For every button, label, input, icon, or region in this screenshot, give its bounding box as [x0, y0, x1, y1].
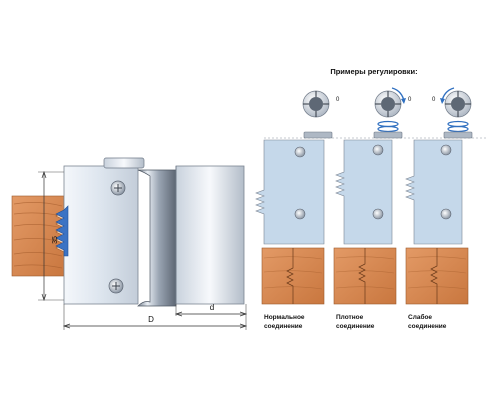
joint-caption-tight-1: Плотное [336, 314, 364, 321]
main-cutter: 35 D d [11, 157, 248, 330]
cutter-blade [55, 205, 69, 257]
dimension-d-label: d [210, 303, 214, 312]
joint-caption-loose-2: соединение [408, 323, 447, 330]
cutter-shaft [137, 169, 177, 307]
joint-caption-normal-2: соединение [264, 323, 303, 330]
dimension-D-label: D [148, 315, 154, 324]
workpiece-wood [11, 195, 65, 277]
knob-mark: 0 [336, 97, 340, 103]
joint-normal [261, 247, 325, 305]
cutter-plate-loose [405, 131, 473, 245]
cutter-plate-tight [335, 131, 403, 245]
cutter-plate-normal [255, 131, 333, 245]
joint-tight [333, 247, 397, 305]
adjustment-knob-1: 0 [302, 90, 340, 118]
joint-loose [405, 247, 469, 305]
cutter-body [63, 165, 139, 305]
adjustment-spring-icon [377, 120, 399, 133]
height-dimension-label: 35 [52, 236, 59, 244]
joint-caption-tight-2: соединение [336, 323, 375, 330]
knob-mark: 0 [432, 97, 436, 103]
screw-icon [110, 180, 126, 196]
joint-caption-normal-1: Нормальное [264, 314, 305, 321]
cutter-arbor [175, 165, 245, 305]
cutter-top-hub [103, 157, 145, 169]
joint-caption-loose-1: Слабое [408, 313, 432, 321]
adjustment-spring-icon [447, 120, 469, 133]
adjustment-knob-2: 0 [374, 87, 412, 118]
knob-mark: 0 [408, 97, 412, 103]
screw-icon [108, 278, 124, 294]
adjustment-title: Примеры регулировки: [330, 67, 417, 76]
adjustment-knob-3: 0 [432, 87, 472, 118]
